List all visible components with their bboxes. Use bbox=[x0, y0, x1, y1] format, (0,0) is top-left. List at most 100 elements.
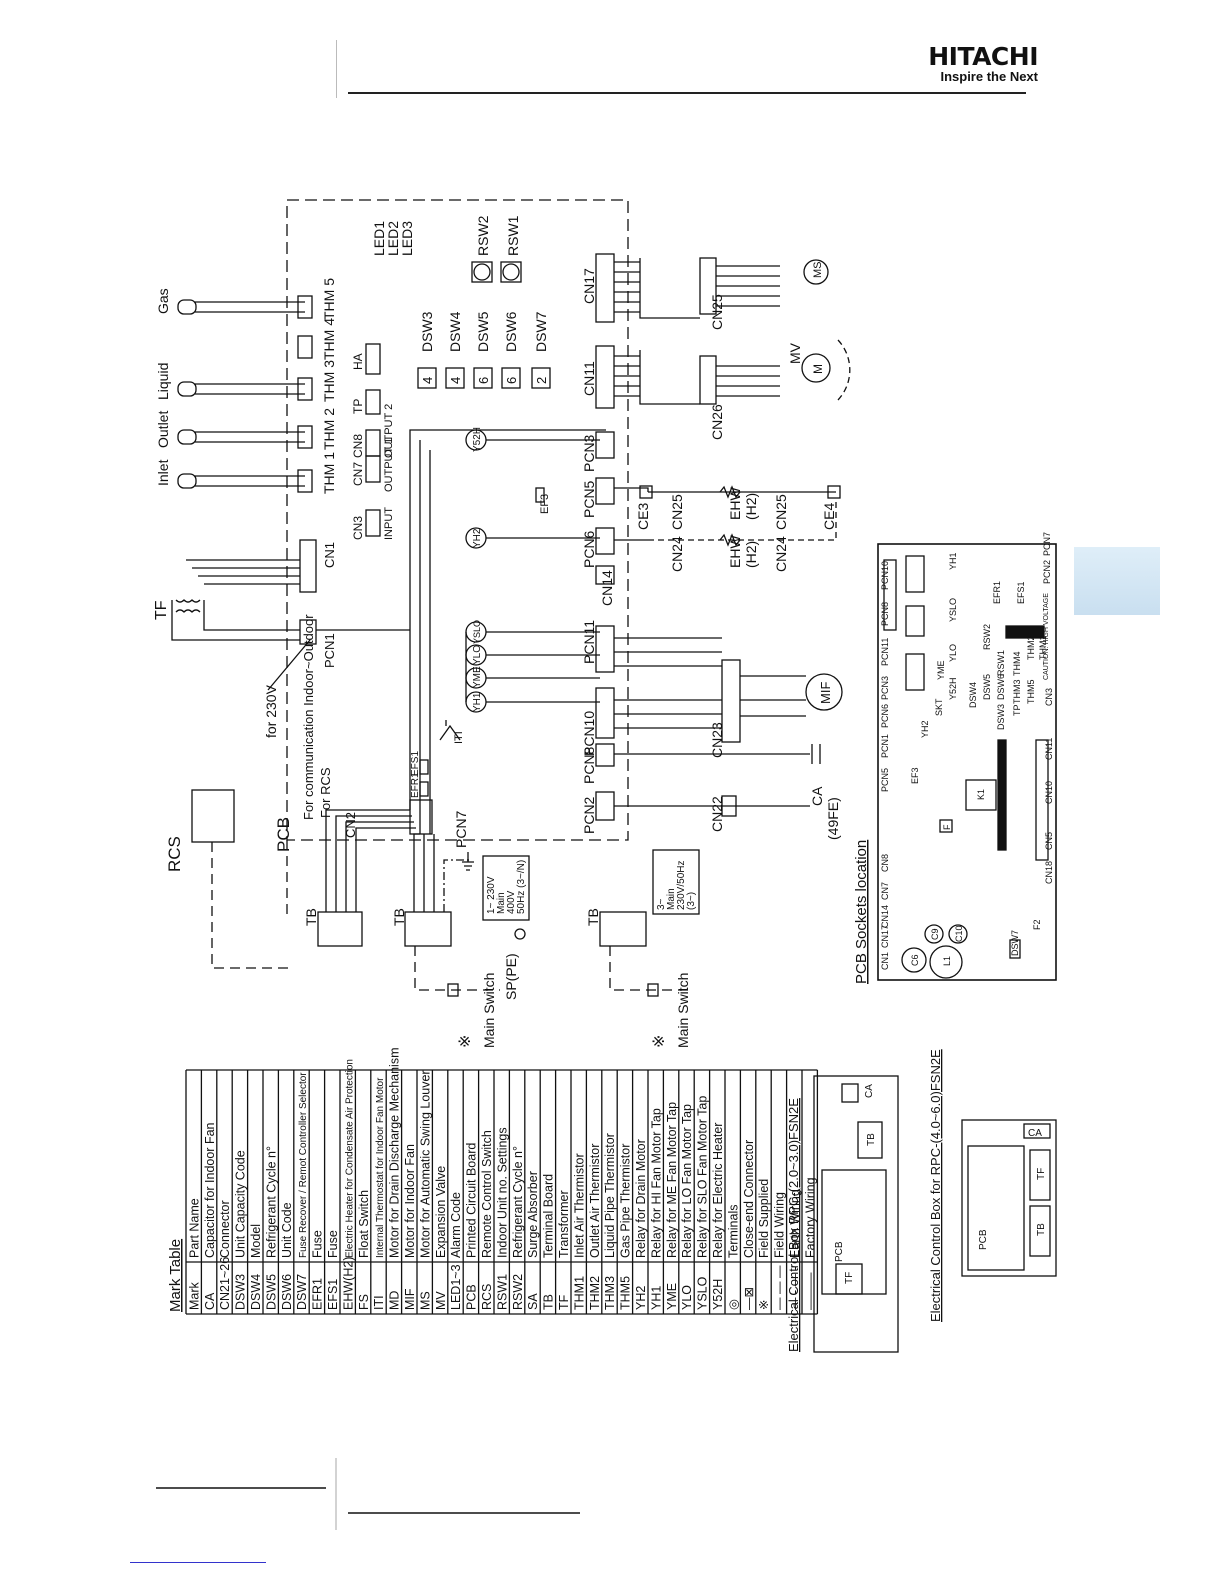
pcb-high-voltage-bar bbox=[1005, 625, 1045, 639]
mark-table-cell-name: Gas Pipe Thermistor bbox=[619, 1144, 633, 1258]
cn17-wiring bbox=[614, 258, 700, 319]
label-dsw3: DSW3 bbox=[419, 311, 435, 352]
schematic bbox=[171, 199, 851, 997]
mark-table-cell-mark: ITI bbox=[372, 1295, 386, 1310]
label-cn17: CN17 bbox=[581, 268, 597, 304]
main-switch-wiring-2 bbox=[609, 946, 690, 991]
label-thm5: THM 5 bbox=[321, 278, 337, 320]
rsw2-frame bbox=[471, 261, 493, 283]
label-ehw: EHW bbox=[727, 487, 743, 520]
mark-table-cell-mark: ◎ bbox=[726, 1299, 740, 1310]
mark-table-cell-name: Unit Code bbox=[280, 1202, 294, 1258]
pcn2-connector bbox=[595, 791, 615, 821]
label-thm4: THM 4 bbox=[321, 318, 337, 360]
cn11-connector bbox=[595, 345, 615, 409]
efr1-fuse bbox=[419, 781, 429, 797]
mark-table-cell-mark: MIF bbox=[403, 1288, 417, 1310]
label-mv: MV bbox=[787, 342, 803, 364]
pcb-label-thm1: THM1 bbox=[1038, 636, 1048, 661]
label-cn26: CN26 bbox=[709, 404, 725, 440]
efs1-fuse bbox=[419, 759, 429, 775]
mark-table-cell-mark: TF bbox=[557, 1294, 571, 1310]
label-rsw1: RSW1 bbox=[505, 215, 521, 256]
label-mif: MIF bbox=[818, 682, 833, 704]
label-pcn8: PCN8 bbox=[581, 746, 597, 784]
label-cn2: CN2 bbox=[343, 812, 358, 838]
mv-wiring bbox=[716, 365, 780, 397]
mark-table-grid bbox=[185, 1069, 819, 1315]
tb-rcs bbox=[317, 911, 363, 947]
pcb-sockets-title: PCB Sockets location bbox=[853, 840, 870, 984]
power2-line3: 230V/50Hz bbox=[676, 861, 687, 910]
label-tb-2: TB bbox=[391, 908, 407, 926]
pcb-label-rsw2: RSW2 bbox=[982, 624, 992, 650]
cn7-connector bbox=[365, 455, 381, 483]
pcb-boundary bbox=[286, 199, 629, 841]
label-led2: LED2 bbox=[385, 221, 401, 256]
pcb-chip-k1 bbox=[965, 779, 997, 811]
ce4-connector bbox=[827, 485, 841, 499]
control-box-2-tf-label: TF bbox=[1036, 1168, 1047, 1180]
mark-table-cell-mark: YSLO bbox=[696, 1276, 710, 1310]
pcb-cap-c10 bbox=[948, 924, 968, 944]
label-ms: MS bbox=[812, 262, 824, 279]
footer-link-underline[interactable] bbox=[130, 1562, 266, 1563]
label-ha: HA bbox=[351, 353, 365, 370]
mark-table-cell-mark: RCS bbox=[480, 1284, 494, 1310]
mark-table-cell-name: Relay for HI Fan Motor Tap bbox=[649, 1108, 663, 1258]
thm1-connector bbox=[297, 469, 313, 493]
label-rsw2: RSW2 bbox=[475, 215, 491, 256]
power2-line1: 3~ bbox=[656, 898, 667, 910]
control-box-2-tb-label: TB bbox=[1036, 1223, 1047, 1236]
pcb-label-f: F bbox=[942, 824, 952, 830]
cn14-connector bbox=[595, 565, 615, 585]
pcb-label-cn11: CN11 bbox=[1044, 738, 1054, 760]
value-dsw5: 6 bbox=[476, 377, 491, 384]
pcb-label-pcn7: PCN7 bbox=[1042, 532, 1052, 556]
label-tb-3: TB bbox=[585, 908, 601, 926]
pcb-relay-1 bbox=[905, 555, 925, 593]
pcb-label-dsw5: DSW5 bbox=[982, 674, 992, 700]
control-box-1 bbox=[813, 1075, 899, 1353]
mark-table-cell-name: Factory Wiring bbox=[803, 1177, 817, 1258]
pcb-sockets-location bbox=[877, 543, 1057, 981]
ef3-fuse bbox=[535, 487, 545, 503]
mark-table-cell-mark: MS bbox=[418, 1291, 432, 1310]
mark-table-cell-mark: RSW2 bbox=[511, 1274, 525, 1310]
mark-table-title: Mark Table bbox=[167, 1239, 184, 1312]
thm-sensor-gas bbox=[177, 299, 197, 315]
mark-table-cell-mark: —⊠ bbox=[742, 1287, 756, 1310]
pcb-label-cn3: CN3 bbox=[1044, 688, 1054, 706]
mark-table-cell-name: Unit Capacity Code bbox=[234, 1150, 248, 1258]
pcb-label-yh1: YH1 bbox=[948, 552, 958, 570]
thm2-connector bbox=[297, 425, 313, 449]
mark-table-cell-name: Motor for Indoor Fan bbox=[403, 1144, 417, 1258]
pcb-label-yme: YME bbox=[936, 660, 946, 680]
label-cn24-b: CN24 bbox=[773, 536, 789, 572]
label-main-switch-1: Main Switch bbox=[481, 973, 497, 1048]
label-efr1: EFR1 bbox=[410, 772, 421, 798]
mark-table-cell-mark: EFR1 bbox=[311, 1278, 325, 1310]
label-pcn10: PCN10 bbox=[581, 711, 597, 756]
control-box-1-ca-label: CA bbox=[864, 1084, 875, 1098]
label-thm2: THM 2 bbox=[321, 408, 337, 450]
pcb-label-thm3: THM3 bbox=[1012, 680, 1022, 705]
power1-line2: Main bbox=[496, 892, 507, 914]
pcb-label-pcn11: PCN11 bbox=[880, 638, 890, 666]
mark-table-cell-mark: EHW(H2) bbox=[341, 1257, 355, 1310]
pcn11-connector bbox=[595, 625, 615, 673]
label-iti: ITI bbox=[453, 731, 465, 744]
pcb-label-pcn6: PCN6 bbox=[880, 704, 890, 728]
power-box-1 bbox=[482, 855, 530, 921]
pcb-board-outline bbox=[877, 543, 1057, 981]
pcb-label-cn7: CN7 bbox=[880, 882, 890, 900]
pcb-relay-3 bbox=[905, 653, 925, 691]
pcb-label-thm4: THM4 bbox=[1012, 652, 1022, 677]
label-dsw5: DSW5 bbox=[475, 311, 491, 352]
wire-rcs-2 bbox=[335, 815, 412, 912]
power2-line4: (3~) bbox=[686, 892, 697, 910]
pcb-label-tp: TP bbox=[1012, 704, 1022, 716]
mark-table-cell-name: Earth Wiring bbox=[788, 1189, 802, 1258]
mark-table-cell-name: Connector bbox=[218, 1200, 232, 1258]
